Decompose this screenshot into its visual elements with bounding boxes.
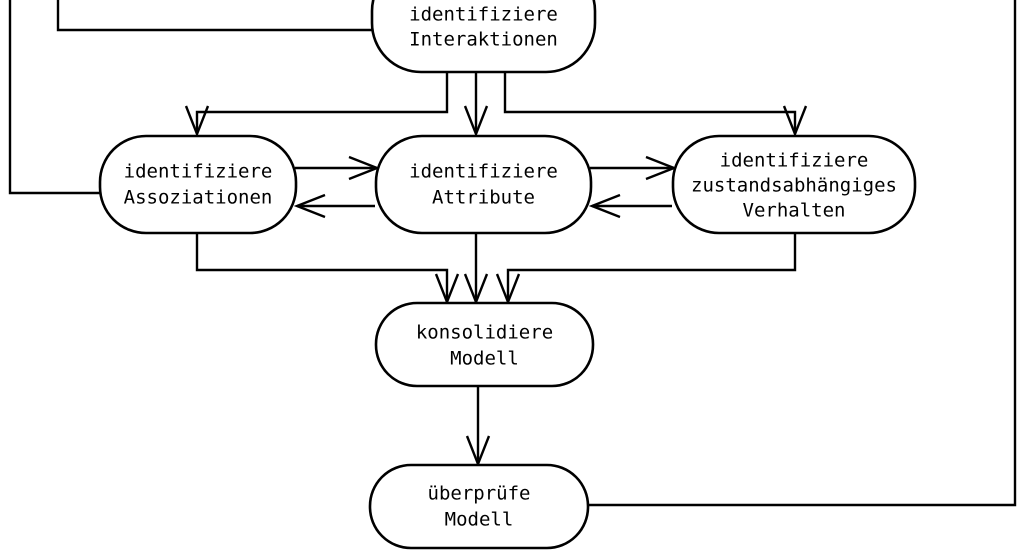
node-shape-ueberpruefe xyxy=(368,463,590,550)
node-konsolidiere-modell[interactable]: konsolidiere Modell xyxy=(374,301,595,388)
node-label-attribute-line1: identifiziere xyxy=(409,161,558,183)
node-ueberpruefe-modell[interactable]: überprüfe Modell xyxy=(368,463,590,550)
node-identifiziere-interaktionen[interactable]: identifiziere Interaktionen xyxy=(370,0,597,74)
arrowhead-attribute-right-in xyxy=(588,193,621,219)
node-shape-konsolidiere xyxy=(374,301,595,388)
node-label-konsolidiere-line1: konsolidiere xyxy=(416,322,553,344)
node-identifiziere-assoziationen[interactable]: identifiziere Assoziationen xyxy=(98,134,298,235)
node-label-interaktionen-line1: identifiziere xyxy=(409,4,558,26)
edge-offscreen-left-to-assoziationen xyxy=(8,0,100,195)
node-label-konsolidiere-line2: Modell xyxy=(450,348,519,370)
arrowhead-assoziationen-right-in xyxy=(293,193,326,219)
node-shape-interaktionen xyxy=(370,0,597,74)
node-label-assoziationen-line1: identifiziere xyxy=(124,161,273,183)
arrowhead-verhalten-top xyxy=(782,105,808,138)
edge-ueberpruefe-to-offscreen-right xyxy=(588,0,1017,507)
node-label-verhalten-line2: zustandsabhängiges xyxy=(691,175,897,197)
edge-assoziationen-to-konsolidiere xyxy=(195,233,449,302)
edge-verhalten-to-konsolidiere xyxy=(506,233,797,302)
node-label-ueberpruefe-line2: Modell xyxy=(445,509,514,531)
node-identifiziere-attribute[interactable]: identifiziere Attribute xyxy=(374,134,593,235)
arrowhead-assoziationen-top xyxy=(184,105,210,138)
arrowhead-attribute-top xyxy=(463,105,489,138)
node-label-assoziationen-line2: Assoziationen xyxy=(124,187,273,209)
node-label-verhalten-line1: identifiziere xyxy=(720,150,869,172)
edge-interaktionen-to-offscreen-top-left xyxy=(56,0,372,32)
node-label-attribute-line2: Attribute xyxy=(432,187,535,209)
node-shape-attribute xyxy=(374,134,593,235)
node-label-ueberpruefe-line1: überprüfe xyxy=(428,483,531,505)
node-shape-verhalten xyxy=(671,134,917,235)
node-shape-assoziationen xyxy=(98,134,298,235)
edge-interaktionen-to-assoziationen xyxy=(195,72,449,134)
node-label-verhalten-line3: Verhalten xyxy=(743,200,846,222)
edge-interaktionen-to-verhalten xyxy=(503,72,797,134)
edge-layer xyxy=(8,0,1017,507)
node-identifiziere-zustandsabhaengiges-verhalten[interactable]: identifiziere zustandsabhängiges Verhalt… xyxy=(671,134,917,235)
node-label-interaktionen-line2: Interaktionen xyxy=(409,29,558,51)
